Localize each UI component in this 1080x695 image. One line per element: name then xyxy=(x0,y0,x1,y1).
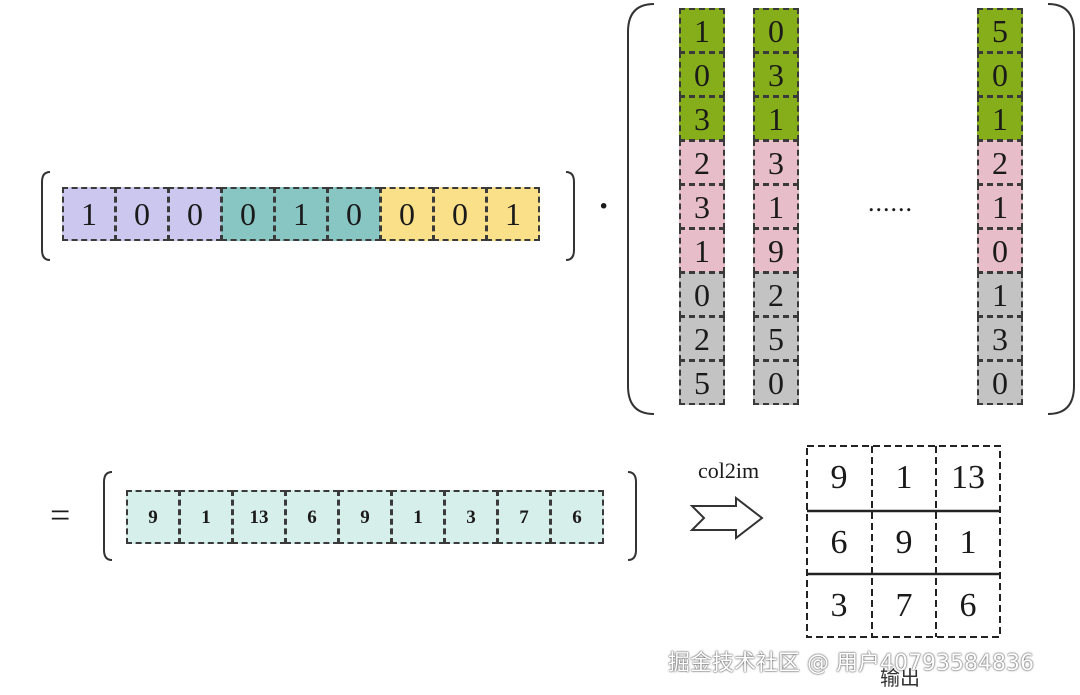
result-left-bracket xyxy=(103,471,113,561)
output-grid-cell: 7 xyxy=(895,586,913,624)
result-vector-cell: 1 xyxy=(391,490,445,544)
matrix-cell: 1 xyxy=(977,96,1023,141)
result-right-bracket xyxy=(627,471,637,561)
matrix-cell: 0 xyxy=(679,52,725,97)
row-vector-cell: 0 xyxy=(221,187,275,241)
matrix-cell: 0 xyxy=(977,52,1023,97)
matrix-cell: 1 xyxy=(753,96,799,141)
matrix-cell: 2 xyxy=(679,316,725,361)
result-vector-cell: 13 xyxy=(232,490,286,544)
output-caption: 输出 xyxy=(880,666,920,690)
matrix-cell: 0 xyxy=(679,272,725,317)
matrix-cell: 1 xyxy=(679,8,725,53)
matrix-right-paren xyxy=(1047,3,1075,415)
matrix-cell: 0 xyxy=(977,228,1023,273)
matrix-cell: 2 xyxy=(753,272,799,317)
row-vector-cell: 0 xyxy=(327,187,381,241)
row-vector-cell: 0 xyxy=(380,187,434,241)
row-vector-cell: 1 xyxy=(274,187,328,241)
matrix-cell: 1 xyxy=(977,272,1023,317)
matrix-left-paren xyxy=(627,3,655,415)
row-vector-cell: 1 xyxy=(486,187,540,241)
result-vector-cell: 6 xyxy=(550,490,604,544)
output-grid-cell: 9 xyxy=(830,459,848,496)
result-vector-cell: 7 xyxy=(497,490,551,544)
result-vector-cell: 1 xyxy=(179,490,233,544)
output-grid-cell: 13 xyxy=(951,459,985,496)
output-grid-lines xyxy=(806,445,1001,638)
col2im-label: col2im xyxy=(698,458,760,483)
row-vector-cell: 0 xyxy=(168,187,222,241)
matrix-cell: 5 xyxy=(753,316,799,361)
output-grid-cell: 1 xyxy=(895,459,913,496)
matrix-cell: 0 xyxy=(977,360,1023,405)
matrix-cell: 3 xyxy=(753,52,799,97)
row-vector-cell: 1 xyxy=(62,187,116,241)
matrix-cell: 2 xyxy=(679,140,725,185)
matrix-cell: 1 xyxy=(977,184,1023,229)
matrix-cell: 5 xyxy=(679,360,725,405)
matrix-cell: 1 xyxy=(679,228,725,273)
equals-sign: = xyxy=(50,495,71,535)
watermark: 掘金技术社区 @ 用户4079358483​6 xyxy=(668,651,1034,676)
row-vector-left-bracket xyxy=(41,171,51,261)
output-grid-cell: 6 xyxy=(830,523,848,561)
row-vector-cell: 0 xyxy=(115,187,169,241)
matrix-cell: 5 xyxy=(977,8,1023,53)
result-vector-cell: 9 xyxy=(126,490,180,544)
output-grid-cell: 1 xyxy=(959,523,977,561)
result-vector-cell: 6 xyxy=(285,490,339,544)
matrix-cell: 1 xyxy=(753,184,799,229)
right-arrow-icon xyxy=(689,496,764,540)
output-grid-cell: 3 xyxy=(830,586,848,624)
matrix-cell: 0 xyxy=(753,360,799,405)
matrix-cell: 3 xyxy=(679,184,725,229)
multiply-dot: · xyxy=(598,188,610,225)
output-grid-cell: 6 xyxy=(959,586,977,624)
matrix-cell: 3 xyxy=(977,316,1023,361)
matrix-cell: 3 xyxy=(679,96,725,141)
row-vector-right-bracket xyxy=(565,171,575,261)
matrix-cell: 2 xyxy=(977,140,1023,185)
matrix-cell: 3 xyxy=(753,140,799,185)
output-grid-cell: 9 xyxy=(895,523,913,561)
result-vector-cell: 3 xyxy=(444,490,498,544)
matrix-ellipsis: ...... xyxy=(868,188,913,217)
matrix-cell: 0 xyxy=(753,8,799,53)
row-vector-cell: 0 xyxy=(433,187,487,241)
matrix-cell: 9 xyxy=(753,228,799,273)
result-vector-cell: 9 xyxy=(338,490,392,544)
